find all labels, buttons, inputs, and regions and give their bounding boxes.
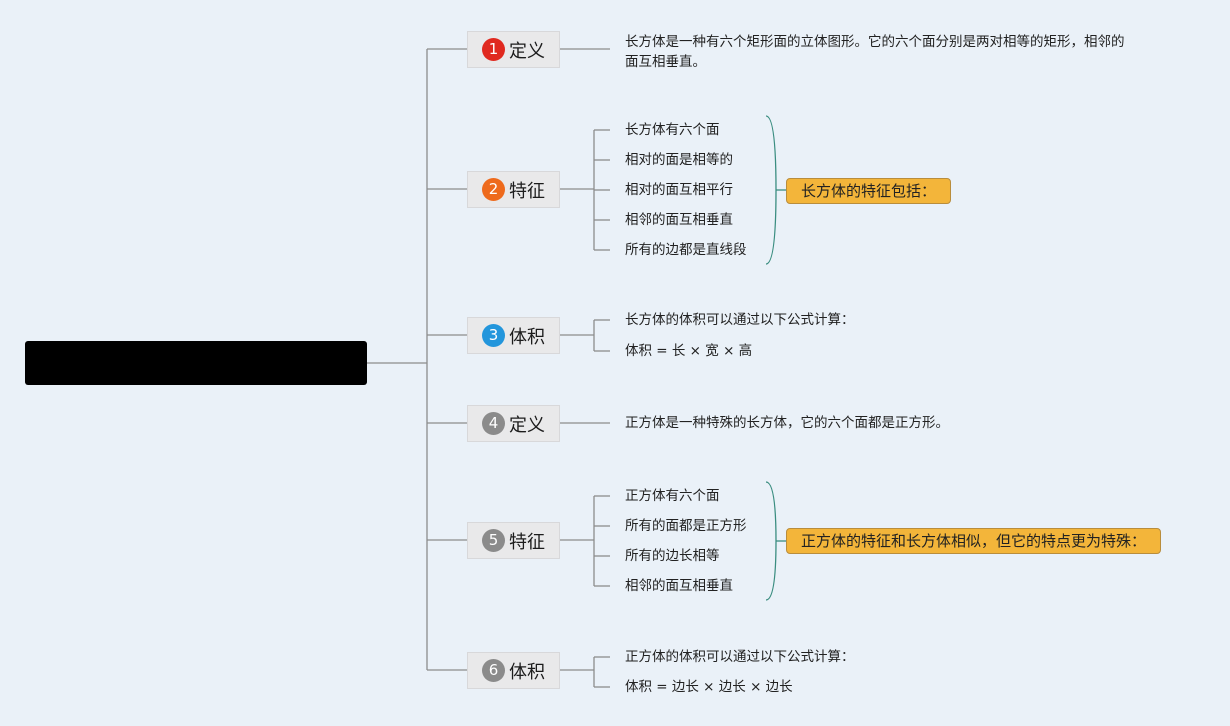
leaf-cuboid-definition[interactable]: 长方体是一种有六个矩形面的立体图形。它的六个面分别是两对相等的矩形，相邻的面互相… <box>625 34 1125 70</box>
summary-bracket <box>765 115 777 265</box>
summary-bracket <box>765 481 777 601</box>
leaf-item[interactable]: 长方体有六个面 <box>625 122 720 138</box>
leaf-item[interactable]: 所有的面都是正方形 <box>625 518 747 534</box>
number-badge: 5 <box>482 529 505 552</box>
leaf-item[interactable]: 相对的面是相等的 <box>625 152 733 168</box>
topic-1-definition[interactable]: 1 定义 <box>467 31 560 68</box>
leaf-item[interactable]: 所有的边长相等 <box>625 548 720 564</box>
leaf-item[interactable]: 体积 = 边长 × 边长 × 边长 <box>625 679 793 695</box>
number-badge: 2 <box>482 178 505 201</box>
leaf-item[interactable]: 相邻的面互相垂直 <box>625 212 733 228</box>
number-badge: 3 <box>482 324 505 347</box>
topic-label: 体积 <box>509 326 545 348</box>
leaf-item[interactable]: 体积 = 长 × 宽 × 高 <box>625 343 753 359</box>
number-badge: 1 <box>482 38 505 61</box>
topic-6-volume[interactable]: 6 体积 <box>467 652 560 689</box>
root-topic-redacted[interactable] <box>25 341 367 385</box>
summary-cube-features[interactable]: 正方体的特征和长方体相似，但它的特点更为特殊： <box>786 528 1162 554</box>
topic-4-definition[interactable]: 4 定义 <box>467 405 560 442</box>
topic-label: 特征 <box>509 180 545 202</box>
leaf-cube-definition[interactable]: 正方体是一种特殊的长方体，它的六个面都是正方形。 <box>625 415 949 431</box>
number-badge: 4 <box>482 412 505 435</box>
topic-label: 定义 <box>509 40 545 62</box>
leaf-item[interactable]: 所有的边都是直线段 <box>625 242 747 258</box>
leaf-item[interactable]: 正方体有六个面 <box>625 488 720 504</box>
leaf-item[interactable]: 长方体的体积可以通过以下公式计算： <box>625 312 855 328</box>
topic-3-volume[interactable]: 3 体积 <box>467 317 560 354</box>
leaf-item[interactable]: 正方体的体积可以通过以下公式计算： <box>625 649 855 665</box>
topic-2-features[interactable]: 2 特征 <box>467 171 560 208</box>
topic-label: 体积 <box>509 661 545 683</box>
topic-label: 特征 <box>509 531 545 553</box>
summary-cuboid-features[interactable]: 长方体的特征包括： <box>786 178 952 204</box>
leaf-item[interactable]: 相邻的面互相垂直 <box>625 578 733 594</box>
number-badge: 6 <box>482 659 505 682</box>
leaf-item[interactable]: 相对的面互相平行 <box>625 182 733 198</box>
topic-label: 定义 <box>509 414 545 436</box>
topic-5-features[interactable]: 5 特征 <box>467 522 560 559</box>
